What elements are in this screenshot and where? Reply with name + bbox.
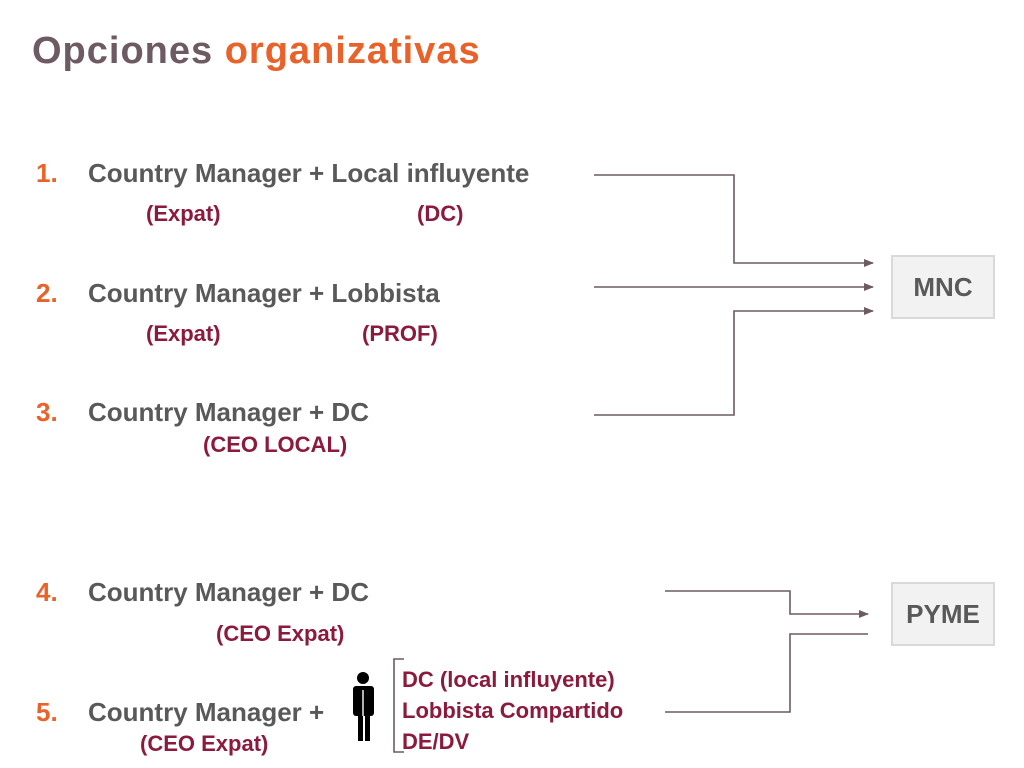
option-2-text: Country Manager + Lobbista: [88, 278, 440, 308]
option-2-sub-2: (PROF): [362, 321, 438, 346]
option-5-sub-1: (CEO Expat): [140, 731, 269, 756]
option-4: 4. Country Manager + DC: [36, 577, 369, 608]
option-2: 2. Country Manager + Lobbista: [36, 278, 440, 309]
page-title: Opciones organizativas: [32, 30, 481, 73]
pyme-box: PYME: [891, 582, 995, 646]
option-1: 1. Country Manager + Local influyente: [36, 158, 529, 189]
option-4-sub-1: (CEO Expat): [216, 621, 345, 646]
options-bracket: [393, 658, 404, 753]
option-4-text: Country Manager + DC: [88, 577, 369, 607]
connector-1-to-mnc: [594, 174, 874, 267]
connector-5-to-pyme: [665, 633, 868, 713]
connector-4-to-pyme: [665, 590, 869, 618]
option-5-choice-2: Lobbista Compartido: [402, 698, 624, 723]
option-5-choice-1: DC (local influyente): [402, 667, 615, 692]
option-5-choice-3: DE/DV: [402, 729, 470, 754]
option-3-sub-1: (CEO LOCAL): [203, 432, 348, 457]
option-1-text: Country Manager + Local influyente: [88, 158, 530, 188]
mnc-box: MNC: [891, 255, 995, 319]
option-3-number: 3.: [36, 397, 58, 427]
option-2-sub-1: (Expat): [146, 321, 221, 346]
title-part-1: Opciones: [32, 30, 214, 72]
option-1-sub-2: (DC): [417, 201, 464, 226]
option-5: 5. Country Manager +: [36, 697, 324, 728]
connector-3-to-mnc: [594, 307, 874, 416]
option-3-text: Country Manager + DC: [88, 397, 369, 427]
option-5-text: Country Manager +: [88, 697, 325, 727]
option-1-sub-1: (Expat): [146, 201, 221, 226]
option-2-number: 2.: [36, 278, 58, 308]
title-part-2: organizativas: [224, 30, 481, 72]
option-1-number: 1.: [36, 158, 58, 188]
option-4-number: 4.: [36, 577, 58, 607]
option-5-number: 5.: [36, 697, 58, 727]
option-3: 3. Country Manager + DC: [36, 397, 369, 428]
